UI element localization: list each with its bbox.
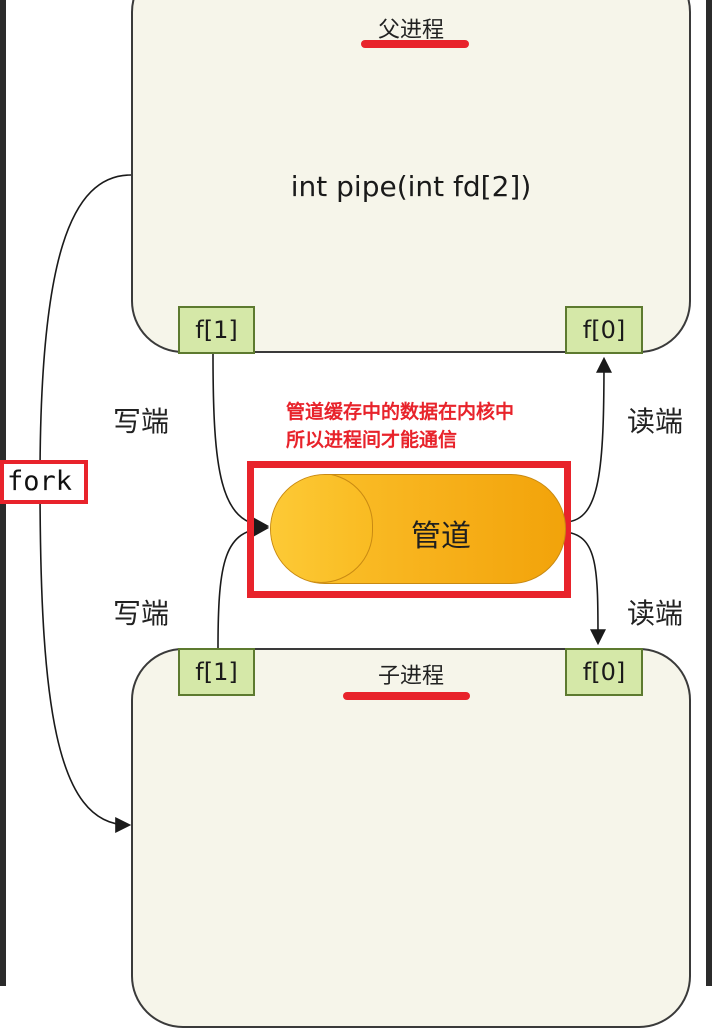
- parent-read-fd: f[0]: [565, 306, 643, 354]
- write-end-label-bottom: 写端: [113, 597, 170, 630]
- child-write-fd: f[1]: [178, 648, 255, 696]
- parent-process-title: 父进程: [377, 18, 444, 43]
- child-title-underline: [343, 692, 470, 700]
- pipe-label: 管道: [411, 519, 471, 554]
- fork-label: fork: [0, 460, 88, 504]
- kernel-buffer-note: 管道缓存中的数据在内核中 所以进程间才能通信: [286, 398, 566, 454]
- parent-write-fd: f[1]: [178, 306, 255, 354]
- child-read-arrow: [565, 531, 606, 646]
- write-end-label-top: 写端: [113, 405, 170, 438]
- child-process-box: 子进程: [131, 648, 691, 1028]
- pipe-function-signature: int pipe(int fd[2]): [290, 170, 532, 203]
- read-end-label-top: 读端: [627, 405, 684, 438]
- pipe-cap: [271, 475, 373, 583]
- child-read-fd: f[0]: [565, 648, 643, 696]
- note-line-2: 所以进程间才能通信: [286, 429, 458, 451]
- parent-read-arrow: [565, 356, 612, 523]
- parent-title-underline: [361, 40, 469, 48]
- read-end-label-bottom: 读端: [627, 597, 684, 630]
- note-line-1: 管道缓存中的数据在内核中: [286, 401, 515, 423]
- right-border: [706, 0, 712, 986]
- pipe-cylinder: 管道: [270, 474, 566, 584]
- child-process-title: 子进程: [377, 664, 444, 689]
- pipe-highlight-box: [247, 461, 571, 598]
- parent-process-box: 父进程 int pipe(int fd[2]): [131, 0, 691, 353]
